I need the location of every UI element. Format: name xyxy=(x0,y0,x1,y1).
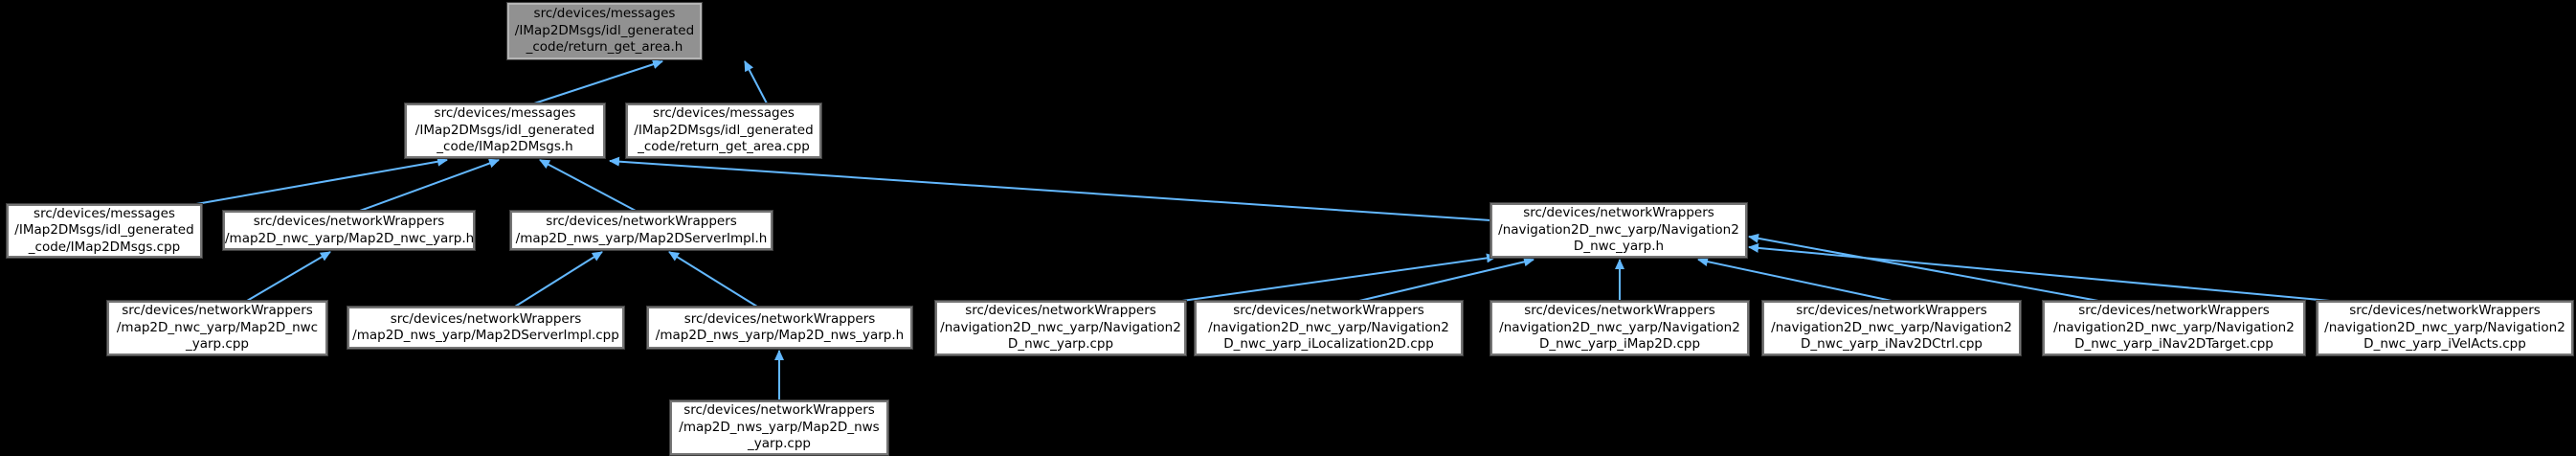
node-label-line: _code/IMap2DMsgs.cpp xyxy=(28,239,181,255)
node-label-line: /IMap2DMsgs/idl_generated xyxy=(514,22,695,38)
node-label-line: src/devices/networkWrappers xyxy=(1796,303,1987,319)
graph-node-Navigation2D_nwc_yarp_h[interactable]: src/devices/networkWrappers/navigation2D… xyxy=(1490,202,1748,259)
graph-node-Navigation2D_nwc_yarp_iMap2D_cpp[interactable]: src/devices/networkWrappers/navigation2D… xyxy=(1490,300,1750,356)
node-label-line: /map2D_nws_yarp/Map2D_nws xyxy=(679,419,880,435)
node-label-line: /navigation2D_nwc_yarp/Navigation2 xyxy=(940,319,1181,335)
graph-node-Map2D_nws_yarp_h[interactable]: src/devices/networkWrappers/map2D_nws_ya… xyxy=(646,306,913,350)
node-label-line: src/devices/messages xyxy=(533,6,676,22)
graph-node-Navigation2D_nwc_yarp_iNav2DTarget_cpp[interactable]: src/devices/networkWrappers/navigation2D… xyxy=(2042,300,2306,356)
node-label-line: /map2D_nws_yarp/Map2D_nws_yarp.h xyxy=(655,328,905,343)
edge-Map2D_nws_yarp_h-to-Map2DServerImpl_h xyxy=(668,251,758,308)
graph-node-Map2D_nwc_yarp_h[interactable]: src/devices/networkWrappers/map2D_nwc_ya… xyxy=(222,210,476,251)
node-label-line: _code/return_get_area.cpp xyxy=(638,139,810,155)
node-label-line: D_nwc_yarp.h xyxy=(1573,239,1665,255)
node-label-line: /navigation2D_nwc_yarp/Navigation2 xyxy=(2324,319,2565,335)
graph-node-return_get_area_h[interactable]: src/devices/messages/IMap2DMsgs/idl_gene… xyxy=(506,2,703,60)
edge-Map2D_nwc_yarp_cpp-to-Map2D_nwc_yarp_h xyxy=(246,251,331,302)
node-label-line: /IMap2DMsgs/idl_generated xyxy=(14,222,194,239)
node-label-line: src/devices/messages xyxy=(34,205,175,221)
node-label-line: /map2D_nwc_yarp/Map2D_nwc xyxy=(116,319,319,335)
edge-Navigation2D_nwc_yarp_iNav2DCtrl_cpp-to-Navigation2D_nwc_yarp_h xyxy=(1697,257,1893,302)
graph-node-Navigation2D_nwc_yarp_iVelActs_cpp[interactable]: src/devices/networkWrappers/navigation2D… xyxy=(2316,300,2574,356)
node-label-line: D_nwc_yarp_iVelActs.cpp xyxy=(2363,336,2526,353)
node-label-line: src/devices/networkWrappers xyxy=(965,303,1156,319)
node-label-line: src/devices/networkWrappers xyxy=(1233,303,1424,319)
node-label-line: src/devices/networkWrappers xyxy=(1523,205,1714,221)
edge-Navigation2D_nwc_yarp_cpp-to-Navigation2D_nwc_yarp_h xyxy=(1181,253,1497,302)
node-label-line: /navigation2D_nwc_yarp/Navigation2 xyxy=(1771,319,2012,335)
graph-node-IMap2DMsgs_cpp[interactable]: src/devices/messages/IMap2DMsgs/idl_gene… xyxy=(6,203,203,259)
node-label-line: D_nwc_yarp_iLocalization2D.cpp xyxy=(1223,336,1434,353)
node-label-line: D_nwc_yarp_iMap2D.cpp xyxy=(1538,336,1701,353)
graph-node-return_get_area_cpp[interactable]: src/devices/messages/IMap2DMsgs/idl_gene… xyxy=(625,103,822,159)
node-label-line: _yarp.cpp xyxy=(186,336,249,353)
edge-IMap2DMsgs_cpp-to-IMap2DMsgs_h xyxy=(195,156,448,205)
node-label-line: /navigation2D_nwc_yarp/Navigation2 xyxy=(1499,319,1740,335)
edge-Navigation2D_nwc_yarp_iLocalization2D_cpp-to-Navigation2D_nwc_yarp_h xyxy=(1358,257,1534,302)
node-label-line: _yarp.cpp xyxy=(748,436,811,452)
graph-node-Map2D_nwc_yarp_cpp[interactable]: src/devices/networkWrappers/map2D_nwc_ya… xyxy=(106,300,328,356)
node-label-line: src/devices/networkWrappers xyxy=(683,310,876,327)
graph-node-IMap2DMsgs_h[interactable]: src/devices/messages/IMap2DMsgs/idl_gene… xyxy=(404,103,606,159)
edge-Navigation2D_nwc_yarp_iVelActs_cpp-to-Navigation2D_nwc_yarp_h xyxy=(1748,242,2331,302)
node-label-line: /IMap2DMsgs/idl_generated xyxy=(634,122,814,138)
node-label-line: src/devices/networkWrappers xyxy=(122,303,313,319)
graph-node-Navigation2D_nwc_yarp_iNav2DCtrl_cpp[interactable]: src/devices/networkWrappers/navigation2D… xyxy=(1761,300,2022,356)
graph-node-Navigation2D_nwc_yarp_cpp[interactable]: src/devices/networkWrappers/navigation2D… xyxy=(934,300,1187,356)
node-label-line: /navigation2D_nwc_yarp/Navigation2 xyxy=(2053,319,2295,335)
node-label-line: /map2D_nwc_yarp/Map2D_nwc_yarp.h xyxy=(225,230,475,246)
node-label-line: D_nwc_yarp_iNav2DCtrl.cpp xyxy=(1800,336,1982,353)
node-label-line: src/devices/networkWrappers xyxy=(683,402,875,419)
edge-return_get_area_cpp-to-return_get_area_h xyxy=(744,60,768,104)
edge-Map2DServerImpl_h-to-IMap2DMsgs_h xyxy=(539,159,637,212)
node-label-line: /navigation2D_nwc_yarp/Navigation2 xyxy=(1498,221,1739,238)
node-label-line: /navigation2D_nwc_yarp/Navigation2 xyxy=(1208,319,1449,335)
node-label-line: /map2D_nws_yarp/Map2DServerImpl.cpp xyxy=(352,328,619,343)
edge-Map2DServerImpl_cpp-to-Map2DServerImpl_h xyxy=(514,251,603,308)
node-label-line: D_nwc_yarp_iNav2DTarget.cpp xyxy=(2074,336,2274,353)
node-label-line: src/devices/messages xyxy=(434,105,576,122)
node-label-line: src/devices/messages xyxy=(653,105,795,122)
node-label-line: src/devices/networkWrappers xyxy=(1524,303,1715,319)
graph-node-Navigation2D_nwc_yarp_iLocalization2D_cpp[interactable]: src/devices/networkWrappers/navigation2D… xyxy=(1194,300,1464,356)
node-label-line: /map2D_nws_yarp/Map2DServerImpl.h xyxy=(515,230,768,246)
node-label-line: src/devices/networkWrappers xyxy=(2349,303,2541,319)
node-label-line: D_nwc_yarp.cpp xyxy=(1007,336,1114,353)
graph-node-Map2DServerImpl_h[interactable]: src/devices/networkWrappers/map2D_nws_ya… xyxy=(509,210,773,251)
node-label-line: /IMap2DMsgs/idl_generated xyxy=(414,122,595,138)
edge-IMap2DMsgs_h-to-return_get_area_h xyxy=(533,59,663,104)
graph-node-Map2DServerImpl_cpp[interactable]: src/devices/networkWrappers/map2D_nws_ya… xyxy=(347,306,625,350)
node-label-line: src/devices/networkWrappers xyxy=(546,214,737,229)
graph-node-Map2D_nws_yarp_cpp[interactable]: src/devices/networkWrappers/map2D_nws_ya… xyxy=(669,399,889,456)
node-label-line: src/devices/networkWrappers xyxy=(2078,303,2270,319)
node-label-line: src/devices/networkWrappers xyxy=(253,214,445,229)
node-label-line: src/devices/networkWrappers xyxy=(390,310,582,327)
node-label-line: _code/IMap2DMsgs.h xyxy=(437,139,573,155)
node-label-line: _code/return_get_area.h xyxy=(526,39,683,56)
edge-Navigation2D_nwc_yarp_iNav2DTarget_cpp-to-Navigation2D_nwc_yarp_h xyxy=(1748,233,2099,302)
edge-Map2D_nwc_yarp_h-to-IMap2DMsgs_h xyxy=(359,158,500,212)
